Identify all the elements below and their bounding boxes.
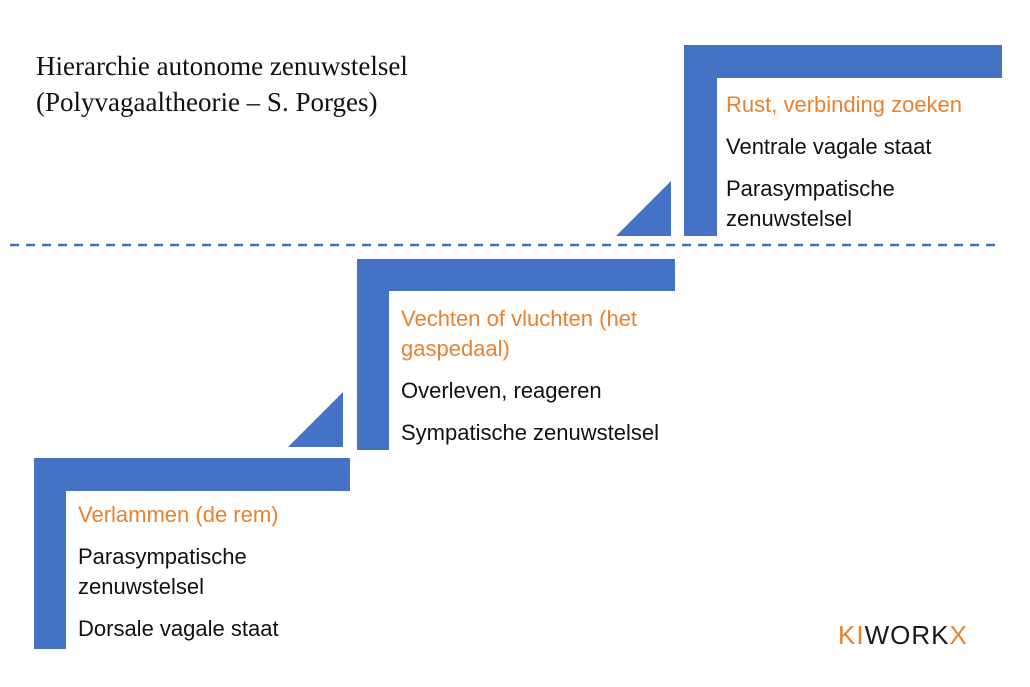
step-bottom-text: Verlammen (de rem) Parasympatische zenuw… bbox=[78, 500, 338, 656]
logo-part-b: WORK bbox=[864, 620, 950, 650]
step-middle-text: Vechten of vluchten (het gaspedaal) Over… bbox=[401, 304, 721, 460]
step-top-text: Rust, verbinding zoeken Ventrale vagale … bbox=[726, 90, 1016, 246]
step-top-shape bbox=[684, 45, 1002, 236]
step-middle-bar bbox=[357, 259, 675, 291]
step-bottom-line-2: Dorsale vagale staat bbox=[78, 616, 279, 641]
logo-part-a: KI bbox=[838, 620, 865, 650]
title-line-1: Hierarchie autonome zenuwstelsel bbox=[36, 51, 408, 81]
step-bottom-riser bbox=[34, 458, 66, 649]
step-middle-heading: Vechten of vluchten (het gaspedaal) bbox=[401, 306, 638, 361]
kiworkx-logo: KIWORKX bbox=[838, 620, 968, 650]
step-bottom-shape bbox=[34, 458, 350, 649]
step-middle-line-2: Sympatische zenuwstelsel bbox=[401, 420, 660, 445]
step-top-heading: Rust, verbinding zoeken bbox=[726, 92, 963, 117]
step-top-line-1: Ventrale vagale staat bbox=[726, 134, 932, 159]
step-middle-shape bbox=[357, 259, 675, 450]
step-top-riser bbox=[684, 45, 717, 236]
logo-part-c: X bbox=[949, 620, 968, 650]
step-middle-ramp bbox=[288, 392, 343, 447]
step-bottom-heading: Verlammen (de rem) bbox=[78, 502, 279, 527]
step-top-bar bbox=[684, 45, 1002, 78]
step-top-ramp bbox=[616, 181, 671, 236]
step-middle-line-1: Overleven, reageren bbox=[401, 378, 602, 403]
step-middle-riser bbox=[357, 259, 389, 450]
step-bottom-line-1: Parasympatische zenuwstelsel bbox=[78, 544, 247, 599]
title-line-2: (Polyvagaaltheorie – S. Porges) bbox=[36, 87, 378, 117]
step-bottom-bar bbox=[34, 458, 350, 491]
diagram-title: Hierarchie autonome zenuwstelsel (Polyva… bbox=[36, 48, 408, 120]
step-top-line-2: Parasympatische zenuwstelsel bbox=[726, 176, 895, 231]
